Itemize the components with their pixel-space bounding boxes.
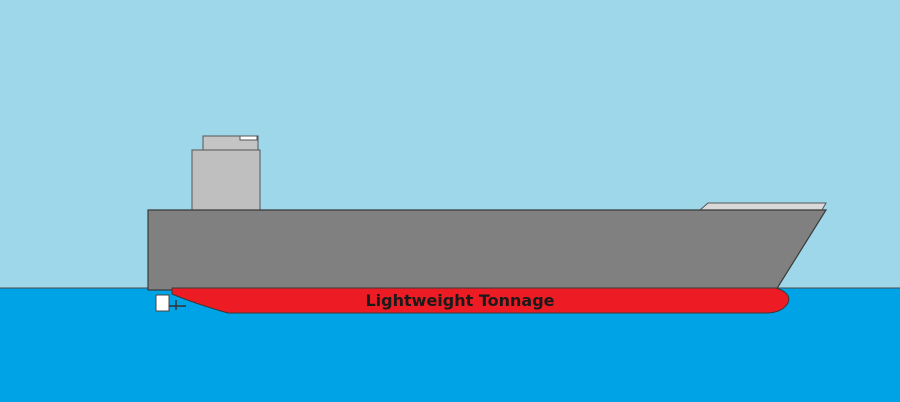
superstructure: [191, 149, 261, 212]
lightweight-tonnage-band: [171, 287, 790, 314]
hull-upper: [147, 209, 828, 291]
forecastle-deck: [698, 202, 827, 211]
lightweight-tonnage-label: Lightweight Tonnage: [365, 291, 554, 310]
rudder-icon: [155, 294, 170, 312]
superstructure-top-trim: [239, 135, 258, 141]
